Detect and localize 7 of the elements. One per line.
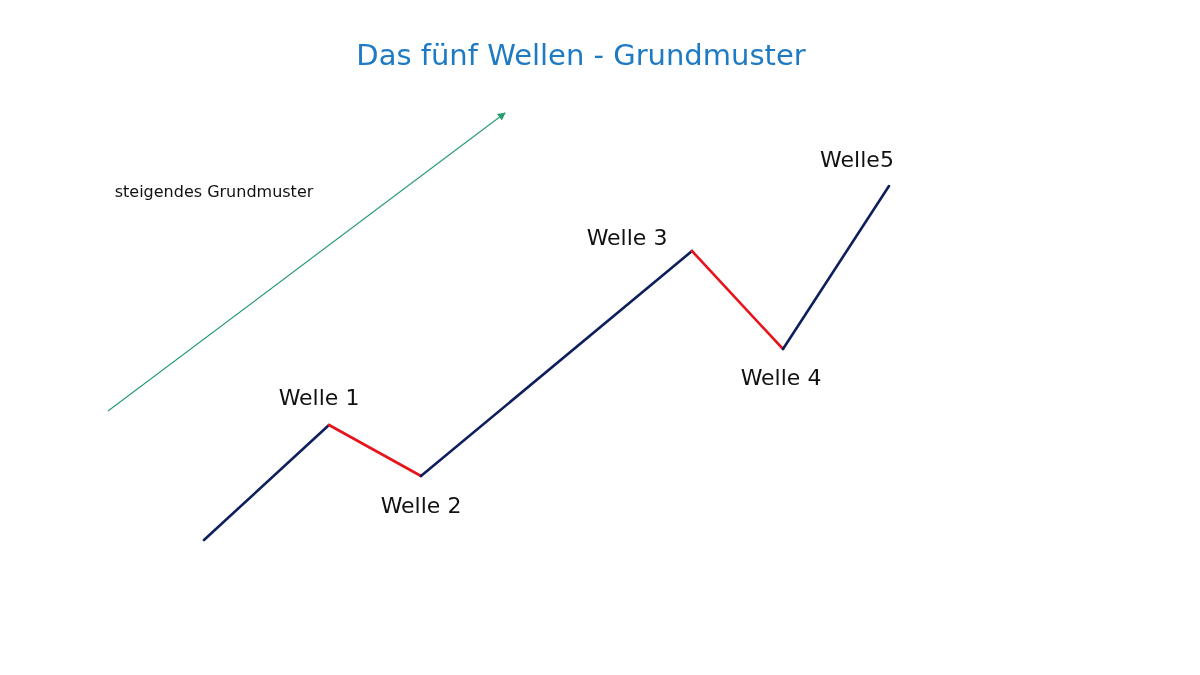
wave-label: Welle 3: [586, 224, 668, 250]
title: Das fünf Wellen - Grundmuster: [355, 38, 807, 72]
wave-label: Welle 4: [740, 364, 822, 390]
wave-label: Welle 2: [380, 492, 462, 518]
wave-label: Welle 1: [278, 384, 360, 410]
wave-label: Welle5: [820, 146, 894, 172]
trend-label: steigendes Grundmuster: [114, 181, 314, 201]
